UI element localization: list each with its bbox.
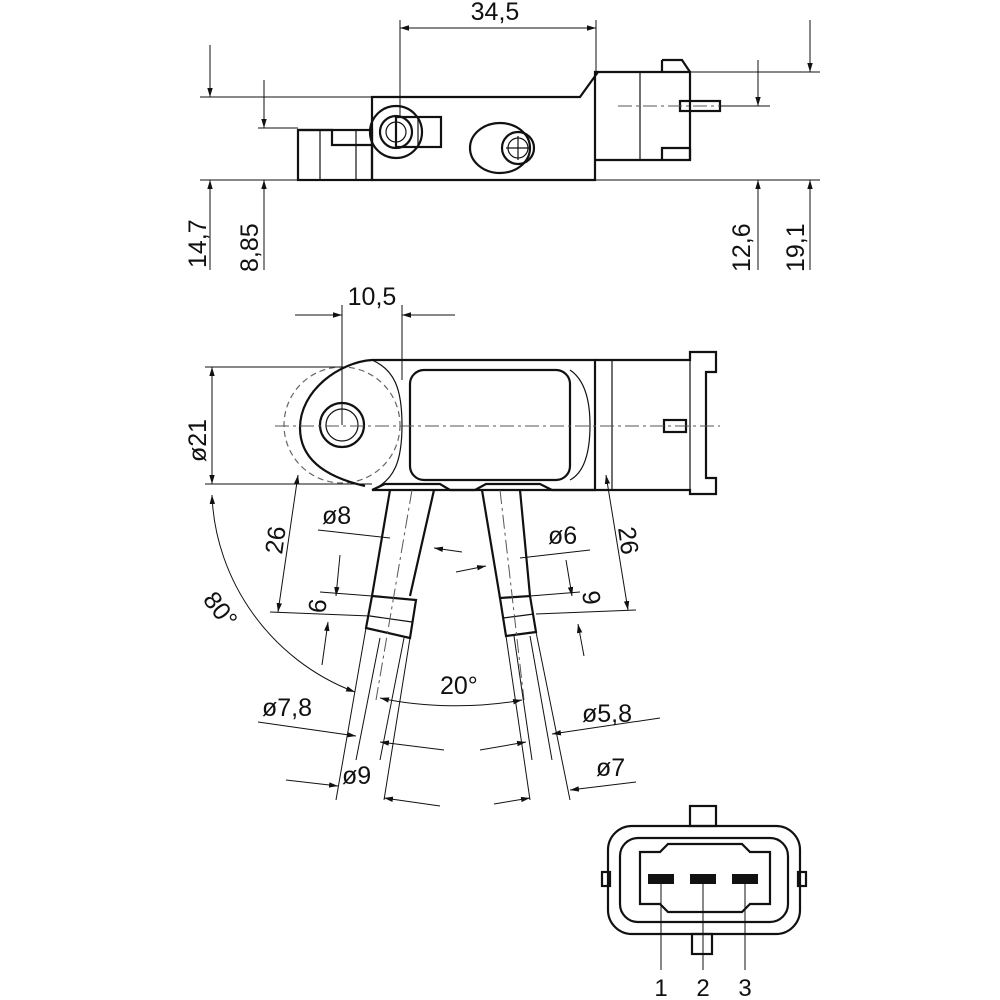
dim-height-connector-right: 12,6 — [728, 223, 756, 272]
port-left-top — [368, 104, 443, 160]
dim-port-right-barb-len: 9 — [576, 589, 606, 607]
pin-3-contact — [732, 874, 758, 884]
dim-port-left-length: 26 — [260, 524, 292, 555]
dim-port-right-bore: ø5,8 — [582, 700, 632, 728]
port-right-top — [468, 121, 536, 175]
dim-port-left-outer-dia: ø8 — [322, 502, 351, 530]
dim-angle-between-ports: 20° — [440, 672, 478, 700]
dim-port-left-barb-dia: ø9 — [342, 762, 371, 790]
dim-port-left-barb-len: 6 — [303, 597, 333, 615]
dim-height-port-left: 8,85 — [236, 223, 264, 272]
pin-1-contact — [648, 874, 674, 884]
pin-2-contact — [690, 874, 716, 884]
connector-face: 1 2 3 — [600, 804, 808, 1000]
pin-label-3: 3 — [738, 975, 751, 1000]
dim-boss-diameter: ø21 — [184, 419, 212, 462]
dim-height-total-left: 14,7 — [184, 219, 212, 268]
port-right — [480, 489, 538, 701]
pin-label-2: 2 — [696, 975, 709, 1000]
dim-top-width: 34,5 — [471, 0, 520, 26]
plan-view: 10,5 ø21 26 26 ø8 ø6 6 9 — [184, 283, 720, 807]
dim-boss-offset: 10,5 — [348, 283, 397, 311]
dim-height-total-right: 19,1 — [782, 223, 810, 272]
side-view: 34,5 14,7 8,85 12,6 19,1 — [184, 0, 820, 272]
dim-angle-total: 80° — [197, 586, 242, 633]
dim-port-left-bore: ø7,8 — [262, 694, 312, 722]
pin-label-1: 1 — [654, 975, 667, 1000]
dim-port-right-outer-dia: ø6 — [548, 522, 577, 550]
port-left — [364, 489, 436, 701]
dim-port-right-barb-dia: ø7 — [596, 754, 625, 782]
dim-port-right-length: 26 — [612, 525, 644, 556]
